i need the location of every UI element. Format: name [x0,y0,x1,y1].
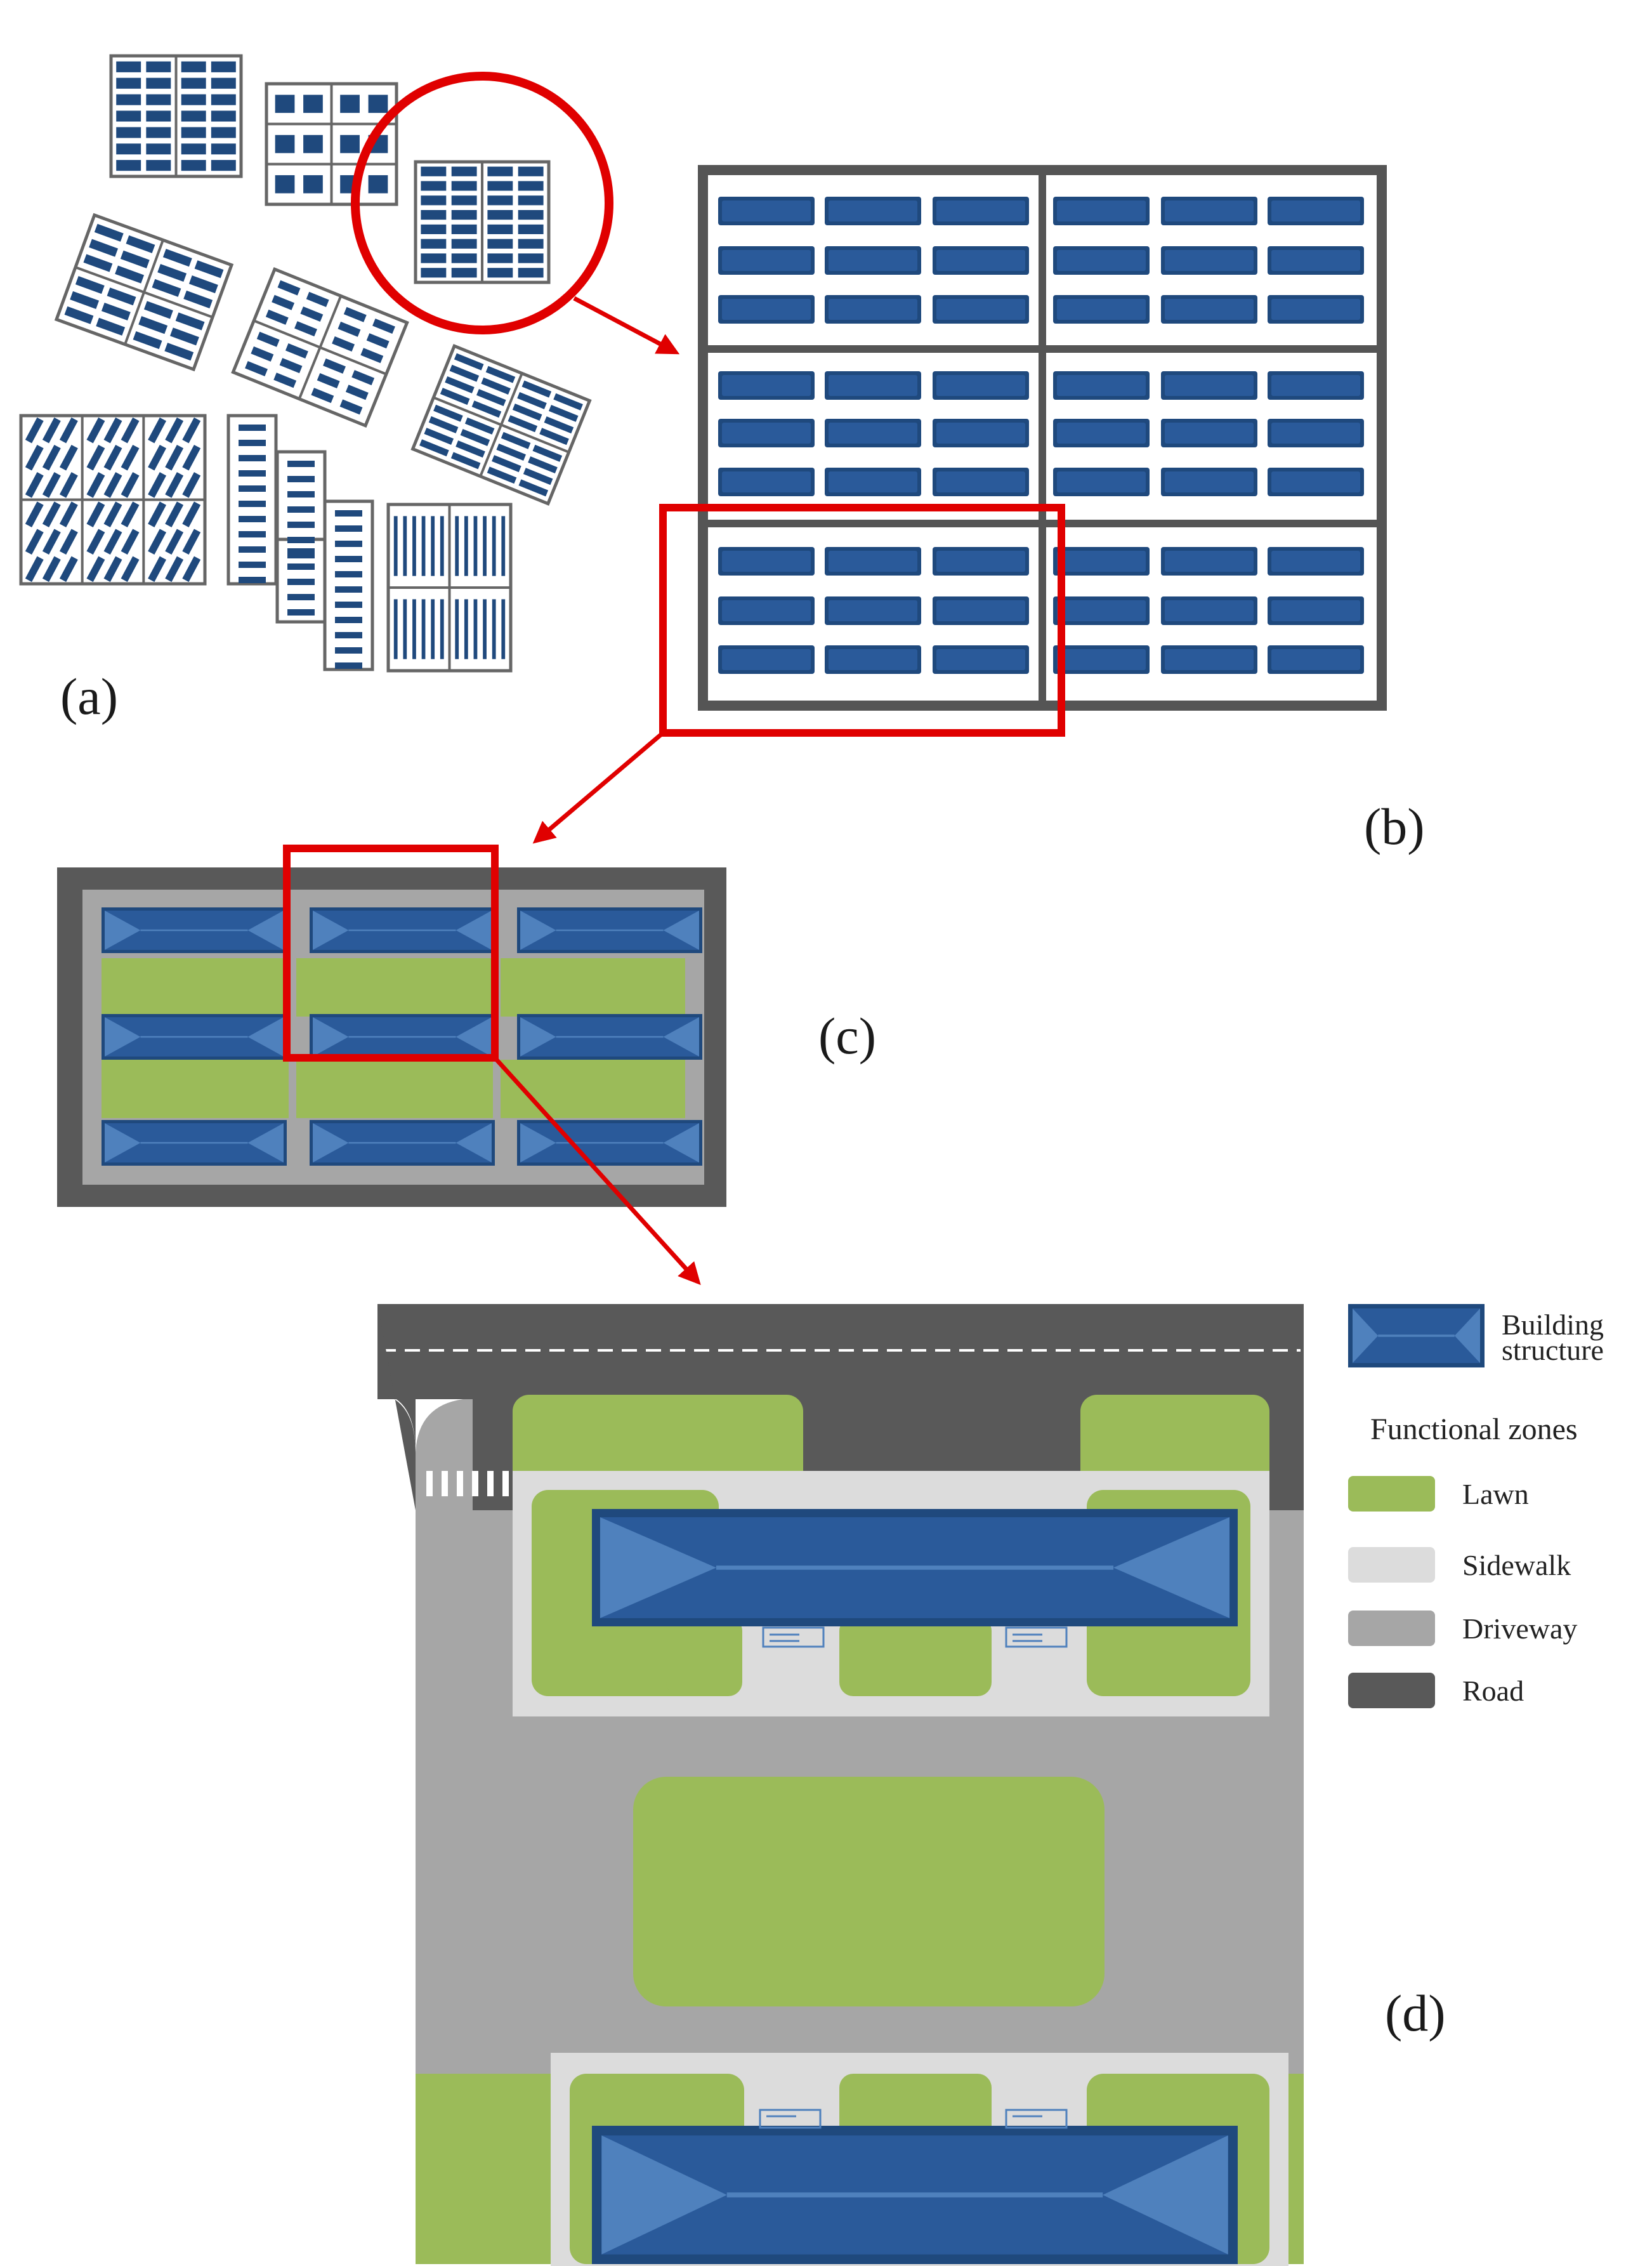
building-structure [102,1014,287,1060]
legend-swatch [1348,1673,1435,1708]
legend-item-road: Road [1348,1673,1524,1708]
entrance-upper-right [1005,1626,1068,1648]
building-structure [102,1120,287,1166]
arrow-a-to-b [573,296,680,355]
legend-building-icon [1348,1304,1485,1367]
panel-a-blocks [19,54,592,673]
lawn-strip [102,1060,685,1118]
legend-label: Sidewalk [1462,1549,1571,1581]
legend-swatch [1348,1547,1435,1583]
building-structure [517,1120,702,1166]
lawn-upper-2 [839,1617,992,1696]
panel-b-grid [703,170,1382,706]
panel-b: (b) [698,165,1425,855]
legend-label: Lawn [1462,1478,1529,1510]
building-structure [310,907,495,953]
arrow-c-to-d [493,1056,701,1286]
highlight-rect-c [283,845,499,1062]
block-3 [414,160,551,284]
block-8 [386,503,513,673]
block-4 [54,213,234,372]
block-1 [109,54,243,178]
block-2 [265,82,398,206]
legend-item-sidewalk: Sidewalk [1348,1547,1571,1583]
legend-item-lawn: Lawn [1348,1476,1529,1512]
building-structure-icon [1348,1304,1485,1367]
panel-d-label: (d) [1385,1984,1446,2042]
block-6 [410,344,592,506]
legend: Building structure Functional zones Lawn… [1348,1304,1604,1708]
entrance-lower-left [759,2109,822,2129]
panel-a: (a) [19,54,592,725]
building-structure [517,907,702,953]
building-structure [310,1120,495,1166]
highlight-rect-b [659,504,1065,737]
lawn-upper-1b [666,1617,742,1696]
legend-swatch [1348,1476,1435,1512]
block-7 [19,414,207,586]
building-structure-lower [592,2126,1238,2264]
legend-swatch [1348,1611,1435,1646]
crosswalk [426,1471,509,1496]
road-corner [377,1304,416,1510]
panel-d: (d) [377,1304,1446,2266]
legend-label: Driveway [1462,1612,1577,1645]
building-structure-upper [592,1509,1238,1626]
entrance-upper-left [762,1626,825,1648]
block-9 [226,414,374,671]
building-structure [102,907,287,953]
panel-a-label: (a) [60,668,118,725]
panel-c-label: (c) [818,1007,876,1065]
building-structure [310,1014,495,1060]
entrance-lower-right [1005,2109,1068,2129]
legend-label: Road [1462,1675,1524,1707]
lawn-center [633,1777,1105,2006]
block-5 [231,267,409,428]
arrow-b-to-c [532,731,665,844]
building-upper [592,1509,1238,1626]
legend-building-line1: Building [1502,1308,1604,1341]
panel-b-label: (b) [1364,798,1425,855]
building-lower [592,2126,1238,2264]
building-structure [517,1014,702,1060]
legend-building-line2: structure [1502,1334,1604,1366]
panel-c-content [102,890,702,1185]
legend-item-driveway: Driveway [1348,1611,1577,1646]
legend-functional-title: Functional zones [1370,1413,1578,1446]
highlight-circle [351,72,613,334]
panel-c: (c) [57,867,876,1207]
lawn-strip [102,958,685,1017]
